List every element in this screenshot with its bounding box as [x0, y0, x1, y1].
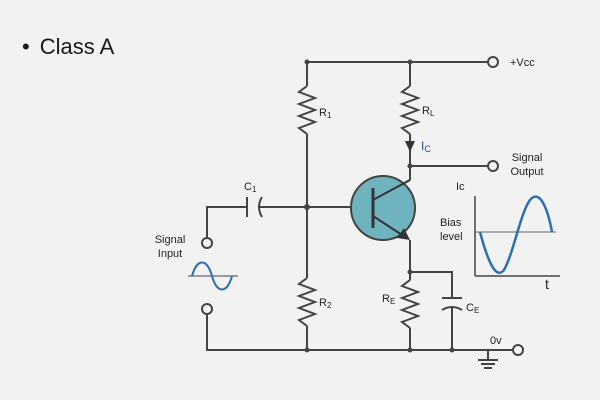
junction-dot — [407, 269, 413, 275]
terminals — [201, 56, 524, 356]
collector-current-label: IC — [421, 139, 431, 154]
emitter-arrow-icon — [397, 228, 410, 240]
junction-dot — [407, 59, 413, 65]
re-zigzag — [399, 279, 421, 329]
transistor-emitter-front — [372, 215, 403, 236]
input-terminal-top — [201, 237, 213, 249]
input-sine-wave — [191, 261, 233, 291]
signal-output-label-line2: Output — [510, 166, 543, 178]
ground-rail — [206, 314, 513, 351]
input-top-wire — [206, 206, 247, 243]
vcc-terminal — [487, 56, 499, 68]
emitter-wire — [409, 240, 453, 298]
bias-label-line2: level — [440, 231, 463, 243]
rl-zigzag — [399, 85, 421, 135]
graph-x-label: t — [545, 276, 549, 292]
signal-input-label-line2: Input — [158, 248, 182, 260]
bullet-dot: • — [22, 34, 30, 59]
output-graph — [474, 195, 560, 277]
slide-bullet: • Class A — [22, 34, 114, 60]
bias-label-line1: Bias — [440, 217, 462, 229]
junction-dot — [407, 347, 413, 353]
signal-output-label-line1: Signal — [512, 152, 543, 164]
transistor-collector-front — [372, 179, 411, 201]
slide-title: Class A — [39, 34, 115, 59]
r1-label: R1 — [319, 107, 332, 120]
vcc-label: +Vcc — [510, 57, 535, 69]
ce-label: CE — [466, 302, 479, 315]
signal-input-label-line1: Signal — [155, 234, 186, 246]
ground-label: 0v — [490, 335, 502, 347]
junction-dot — [304, 347, 310, 353]
input-terminal-bottom — [201, 303, 213, 315]
junction-dot — [304, 204, 310, 210]
r2-zigzag — [296, 277, 318, 327]
junctions — [304, 59, 455, 353]
transistor-body — [350, 175, 416, 241]
c1-label: C1 — [244, 181, 257, 194]
r2-label: R2 — [319, 297, 332, 310]
junction-dot — [449, 347, 455, 353]
junction-dot — [304, 59, 310, 65]
junction-dot — [407, 163, 413, 169]
output-terminal — [487, 160, 499, 172]
output-sine-wave — [478, 195, 554, 274]
r1-zigzag — [296, 85, 318, 135]
ground-terminal — [512, 344, 524, 356]
rl-label: RL — [422, 105, 435, 118]
graph-y-label: Ic — [456, 181, 465, 193]
collector-current-arrow-icon — [405, 141, 415, 152]
re-label: RE — [382, 293, 395, 306]
